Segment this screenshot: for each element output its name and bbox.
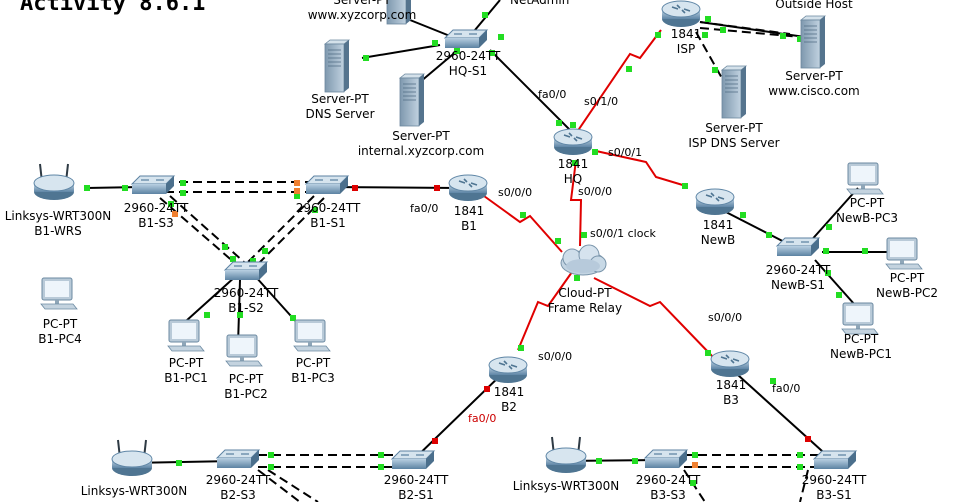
label-b1: 1841 B1 bbox=[453, 204, 485, 233]
link-hqs1-hq bbox=[489, 49, 573, 133]
label-b3: 1841 B3 bbox=[715, 378, 747, 407]
newb-pc2-icon[interactable] bbox=[885, 237, 923, 270]
label-b1-s1: 2960-24TT B1-S1 bbox=[295, 201, 361, 230]
b2-s3-switch-icon[interactable] bbox=[216, 449, 260, 469]
label-b3-s3: 2960-24TT B3-S3 bbox=[635, 473, 701, 502]
label-dns-server: Server-PT DNS Server bbox=[305, 92, 375, 121]
serial-b1-cloud bbox=[483, 195, 563, 253]
label-newb-pc3: PC-PT NewB-PC3 bbox=[836, 196, 898, 225]
b2-router-icon[interactable] bbox=[488, 356, 528, 384]
serial-cloud-b3 bbox=[593, 277, 713, 357]
label-outside-host: Outside Host bbox=[775, 0, 853, 11]
port-hq-s000: s0/0/0 bbox=[578, 185, 613, 198]
label-newb: 1841 NewB bbox=[700, 218, 736, 247]
b1-s2-switch-icon[interactable] bbox=[224, 261, 268, 281]
b3-s3-switch-icon[interactable] bbox=[644, 449, 688, 469]
b3-s1-switch-icon[interactable] bbox=[813, 450, 857, 470]
port-isp-s010: s0/1/0 bbox=[584, 95, 619, 108]
port-b1-fa00: fa0/0 bbox=[410, 202, 439, 215]
serial-cloud-b2 bbox=[517, 271, 573, 351]
port-b3-fa00: fa0/0 bbox=[772, 382, 801, 395]
link-layer bbox=[85, 0, 900, 502]
label-newb-pc1: PC-PT NewB-PC1 bbox=[830, 332, 892, 361]
b1-s1-switch-icon[interactable] bbox=[305, 175, 349, 195]
b1-pc2-icon[interactable] bbox=[225, 334, 263, 367]
label-b1-wrs: Linksys-WRT300N B1-WRS bbox=[4, 209, 112, 238]
label-b1-s2: 2960-24TT B1-S2 bbox=[213, 286, 279, 315]
port-b3-s000: s0/0/0 bbox=[708, 311, 743, 324]
link-dnsserver-hqs1 bbox=[361, 44, 441, 59]
b1-pc4-icon[interactable] bbox=[40, 277, 78, 310]
label-b1-pc4: PC-PT B1-PC4 bbox=[38, 317, 82, 346]
isp-dns-server-icon[interactable] bbox=[721, 65, 747, 119]
b3-wrs-wireless-router-icon[interactable] bbox=[545, 436, 587, 474]
label-b1-pc3: PC-PT B1-PC3 bbox=[291, 356, 335, 385]
label-isp: 1841 ISP bbox=[670, 27, 702, 56]
label-isp-dns: Server-PT ISP DNS Server bbox=[688, 121, 780, 150]
label-b3-s1: 2960-24TT B3-S1 bbox=[801, 473, 867, 502]
newb-pc1-icon[interactable] bbox=[841, 302, 879, 335]
link-b3-b3s1 bbox=[727, 365, 833, 461]
hq-s1-switch-icon[interactable] bbox=[444, 29, 488, 49]
link-pc3-newbs1 bbox=[807, 187, 859, 245]
b1-pc3-icon[interactable] bbox=[293, 319, 331, 352]
label-internal-server: Server-PT internal.xyzcorp.com bbox=[357, 129, 485, 158]
port-b1-s000: s0/0/0 bbox=[498, 186, 533, 199]
newb-s1-switch-icon[interactable] bbox=[776, 237, 820, 257]
b1-wrs-wireless-router-icon[interactable] bbox=[33, 163, 75, 201]
link-b1wrs-b1s3 bbox=[85, 186, 141, 189]
label-b2-s1: 2960-24TT B2-S1 bbox=[383, 473, 449, 502]
label-b2-wrs: Linksys-WRT300N bbox=[80, 484, 188, 498]
label-newb-pc2: PC-PT NewB-PC2 bbox=[876, 271, 938, 300]
label-b1-pc1: PC-PT B1-PC1 bbox=[164, 356, 208, 385]
b2-wrs-wireless-router-icon[interactable] bbox=[111, 439, 153, 477]
newb-router-icon[interactable] bbox=[695, 188, 735, 216]
label-cloud: Cloud-PT Frame Relay bbox=[547, 286, 623, 315]
label-netadmin: NetAdmin bbox=[510, 0, 570, 7]
newb-pc3-icon[interactable] bbox=[846, 162, 884, 195]
label-cisco-server: Server-PT www.cisco.com bbox=[768, 69, 860, 98]
cisco-server-icon[interactable] bbox=[800, 15, 826, 69]
page-title: Activity 8.6.1 bbox=[20, 0, 206, 16]
frame-relay-cloud-icon[interactable] bbox=[560, 244, 607, 276]
b1-pc1-icon[interactable] bbox=[167, 319, 205, 352]
b1-s3-switch-icon[interactable] bbox=[131, 175, 175, 195]
label-b3-wrs: Linksys-WRT300N bbox=[512, 479, 620, 493]
port-status-lights bbox=[84, 12, 868, 486]
label-server-xyzcorp: Server-PT www.xyzcorp.com bbox=[307, 0, 417, 22]
label-b2: 1841 B2 bbox=[493, 385, 525, 414]
port-hq-fa00: fa0/0 bbox=[538, 88, 567, 101]
label-b2-s3: 2960-24TT B2-S3 bbox=[205, 473, 271, 502]
port-cloud-s001-clock: s0/0/1 clock bbox=[590, 227, 656, 240]
label-newb-s1: 2960-24TT NewB-S1 bbox=[765, 263, 831, 292]
label-hq: 1841 HQ bbox=[557, 157, 589, 186]
hq-router-icon[interactable] bbox=[553, 128, 593, 156]
label-b1-s3: 2960-24TT B1-S3 bbox=[123, 201, 189, 230]
internal-server-icon[interactable] bbox=[399, 73, 425, 127]
link-pc1-newbs1 bbox=[814, 259, 856, 306]
label-b1-pc2: PC-PT B1-PC2 bbox=[224, 372, 268, 401]
port-hq-s001: s0/0/1 bbox=[608, 146, 643, 159]
port-b2-s000: s0/0/0 bbox=[538, 350, 573, 363]
dns-server-icon[interactable] bbox=[324, 39, 350, 93]
link-internal-hqs1 bbox=[419, 49, 459, 83]
isp-router-icon[interactable] bbox=[661, 0, 701, 28]
serial-isp-hq bbox=[576, 29, 662, 133]
serial-hq-newb bbox=[595, 150, 687, 187]
b1-router-icon[interactable] bbox=[448, 174, 488, 202]
serial-hq-cloud bbox=[569, 159, 583, 247]
b3-router-icon[interactable] bbox=[710, 350, 750, 378]
b2-s1-switch-icon[interactable] bbox=[391, 450, 435, 470]
port-b2-fa00: fa0/0 bbox=[468, 412, 497, 425]
label-hq-s1: 2960-24TT HQ-S1 bbox=[435, 49, 501, 78]
